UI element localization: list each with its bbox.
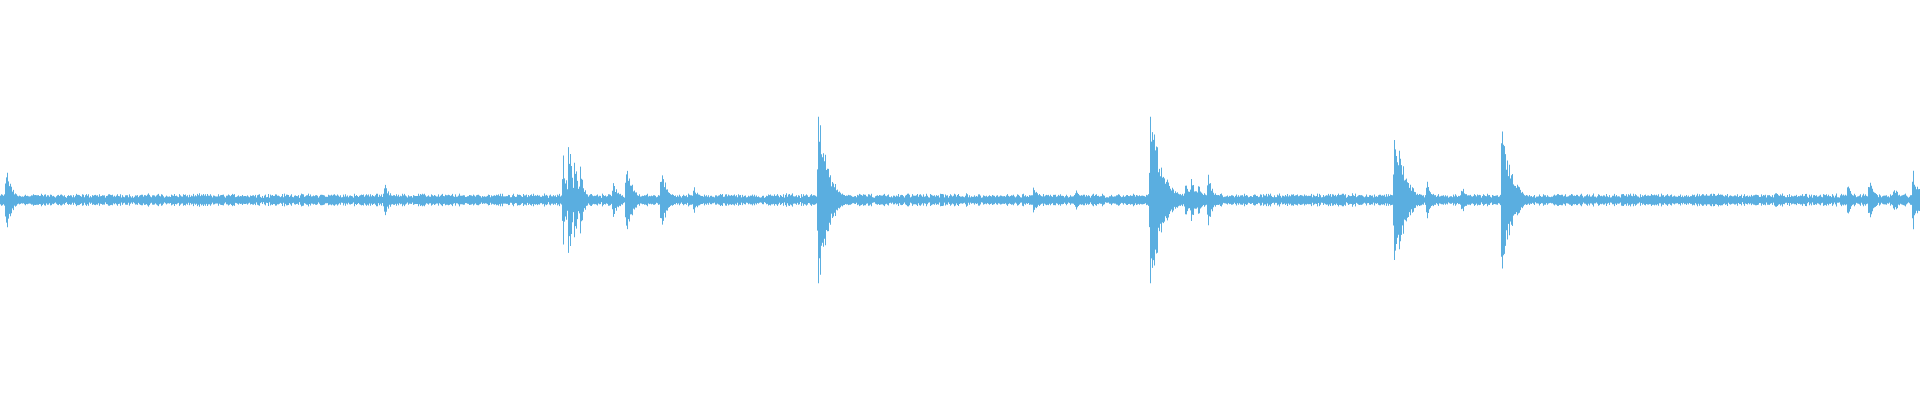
waveform-samples	[0, 116, 1920, 284]
waveform-bars	[0, 116, 1920, 284]
